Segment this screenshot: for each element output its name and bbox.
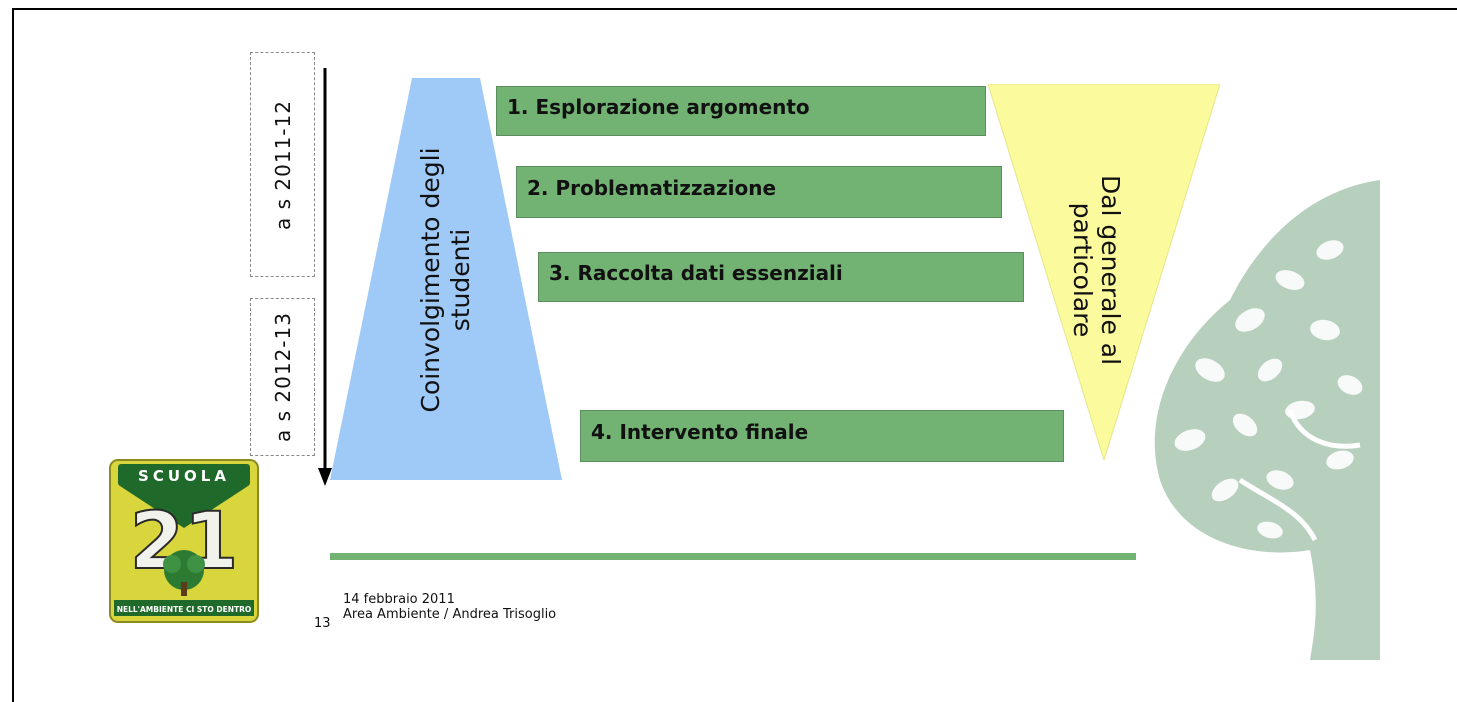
step-label: 1. Esplorazione argomento — [507, 95, 810, 119]
timeline-period-label: a s 2012-13 — [270, 312, 295, 442]
general-to-particular-triangle — [988, 84, 1220, 460]
step-label: 3. Raccolta dati essenziali — [549, 261, 843, 285]
footer-date: 14 febbraio 2011 — [343, 592, 455, 607]
logo-tagline: NELL'AMBIENTE CI STO DENTRO — [117, 605, 252, 614]
general-to-particular-label-line: Dal generale al — [1096, 174, 1125, 366]
step-1-exploration: 1. Esplorazione argomento — [496, 86, 986, 136]
logo-title: SCUOLA — [138, 467, 230, 485]
timeline-arrow-icon — [318, 68, 332, 486]
timeline-period-box-2012-13: a s 2012-13 — [250, 298, 315, 456]
scuola-21-logo-icon: SCUOLA 21 NELL'AMBIENTE CI STO DENTRO — [109, 459, 259, 623]
tree-illustration-icon — [1154, 180, 1380, 660]
student-involvement-label-line: studenti — [446, 228, 475, 332]
student-involvement-label: Coinvolgimento degli studenti — [416, 147, 476, 412]
timeline-period-label: a s 2011-12 — [270, 99, 295, 230]
timeline-period-box-2011-12: a s 2011-12 — [250, 52, 315, 277]
page-number: 13 — [314, 616, 331, 631]
step-label: 2. Problematizzazione — [527, 176, 777, 200]
general-to-particular-label-line: particolare — [1068, 202, 1097, 338]
step-4-final-intervention: 4. Intervento finale — [580, 410, 1064, 462]
footer-author: Area Ambiente / Andrea Trisoglio — [343, 607, 557, 622]
student-involvement-pyramid — [330, 78, 562, 480]
step-3-data-collection: 3. Raccolta dati essenziali — [538, 252, 1024, 302]
step-2-problematization: 2. Problematizzazione — [516, 166, 1002, 218]
general-to-particular-label: Dal generale al particolare — [1068, 174, 1125, 366]
footer-divider — [330, 553, 1136, 560]
student-involvement-label-line: Coinvolgimento degli — [416, 147, 445, 413]
slide-frame — [12, 8, 1457, 702]
step-label: 4. Intervento finale — [591, 420, 809, 444]
